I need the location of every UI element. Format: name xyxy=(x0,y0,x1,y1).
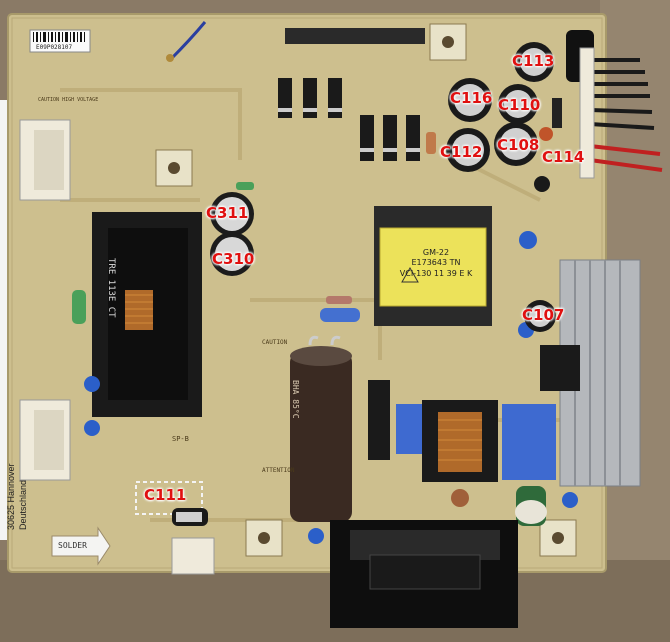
xfmr-line-1: GM-22 xyxy=(422,248,450,257)
paper-note-line2: Deutschland xyxy=(18,479,28,530)
annotation-c116: C116 xyxy=(450,89,493,107)
caution-left-label: CAUTION HIGH VOLTAGE xyxy=(38,97,99,103)
caution-center-label: CAUTION xyxy=(262,339,288,346)
attention-label: ATTENTION xyxy=(262,467,295,474)
annotation-c112: C112 xyxy=(440,143,483,161)
annotation-c108: C108 xyxy=(497,136,540,154)
annotation-c110: C110 xyxy=(498,96,541,114)
paper-note: 30625 Hannover Deutschland xyxy=(4,370,32,530)
xfmr-line-2: E173643 TN xyxy=(411,258,461,268)
annotation-c113: C113 xyxy=(512,52,555,70)
large-transformer-label: TRE 113E CT xyxy=(106,258,116,318)
barcode-number: E09P028107 xyxy=(36,44,73,51)
annotation-c310: C310 xyxy=(212,250,255,268)
main-cap-label: BHA 85°C xyxy=(291,380,300,419)
sp-b-label: SP-B xyxy=(172,435,189,443)
annotation-c311: C311 xyxy=(206,204,249,222)
paper-note-line1: 30625 Hannover xyxy=(6,463,16,530)
xfmr-line-3: VCI-130 11 39 E K xyxy=(399,268,473,278)
solder-label: SOLDER xyxy=(58,541,87,550)
small-transformer-label: GM-22 E173643 TN VCI-130 11 39 E K xyxy=(386,248,486,279)
annotation-c114: C114 xyxy=(542,148,585,166)
annotation-c107: C107 xyxy=(522,306,565,324)
annotation-c111: C111 xyxy=(144,486,187,504)
